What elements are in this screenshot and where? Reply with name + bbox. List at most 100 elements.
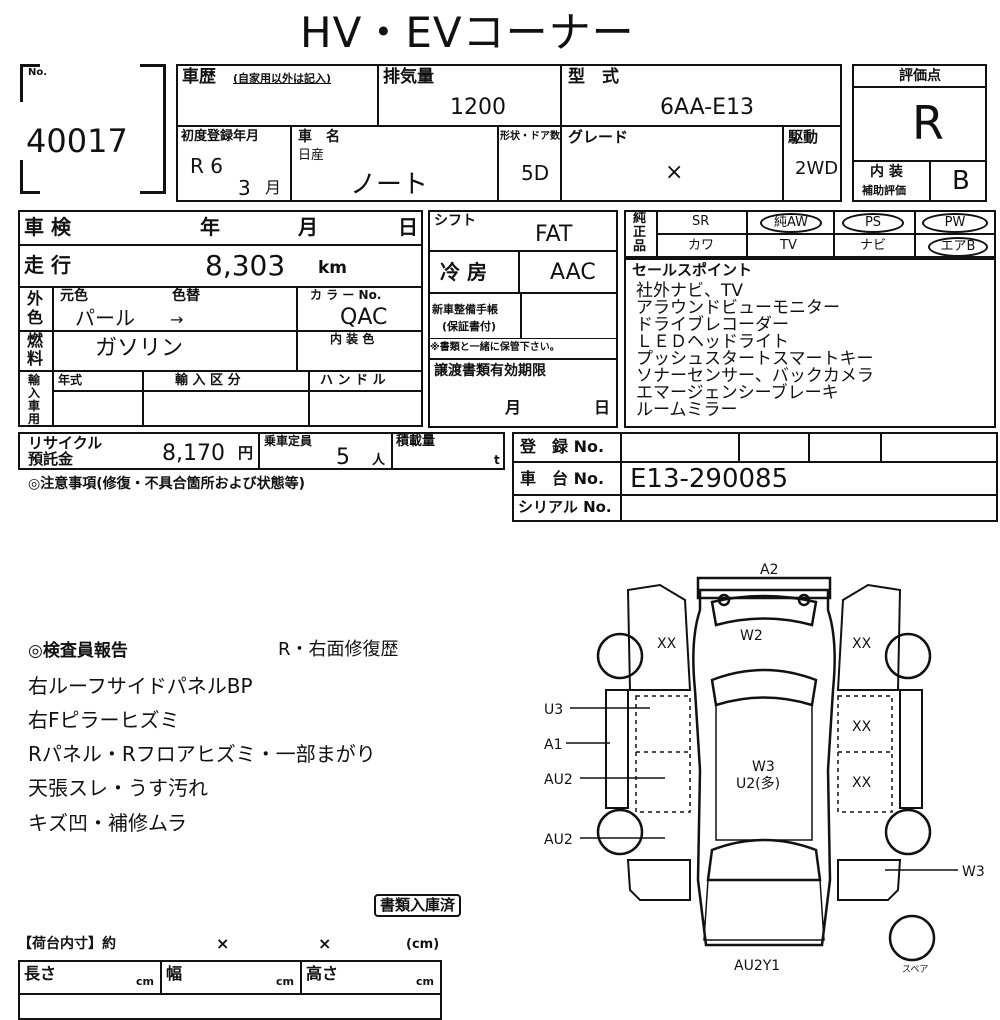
color-orig-label: 元色 (60, 288, 88, 304)
rear-right-panel (836, 583, 902, 691)
fuel-side-label-2: 料 (27, 349, 44, 368)
cargo-x1: × (216, 934, 230, 953)
cargo-label: 【荷台内寸】約 (18, 936, 116, 952)
equip-navi: ナビ (860, 238, 887, 253)
car-name-label: 車 名 (298, 129, 340, 145)
transfer-label: 譲渡書類有効期限 (434, 363, 546, 379)
body-value: 5D (521, 161, 550, 185)
interior-score-label: 内 装 (870, 164, 903, 180)
vehicle-info-grid (176, 64, 842, 202)
color-arrow: → (170, 310, 184, 329)
roof (710, 668, 818, 707)
cargo-unit: (cm) (406, 937, 440, 952)
capacity-value: 5 (336, 445, 350, 470)
sales-point-5: プッシュスタートスマートキー (636, 349, 874, 369)
left-doors (605, 689, 629, 809)
chassis-no-label: 車 台 No. (520, 469, 605, 488)
cargo-x2: × (318, 934, 332, 953)
sales-point-4: ＬＥＤヘッドライト (636, 332, 789, 352)
model-code-label: 型 式 (568, 67, 619, 87)
displacement-label: 排気量 (383, 67, 434, 87)
shift-label: シフト (434, 213, 476, 229)
label-au2-lower: AU2 (544, 832, 573, 848)
color-code-value: QAC (340, 305, 388, 330)
fuel-value: ガソリン (95, 336, 184, 361)
cargo-width-label: 幅 (166, 964, 183, 983)
caution-label: ◎注意事項(修復・不具合箇所および状態等) (28, 476, 306, 492)
inspector-line-4: 天張スレ・うす汚れ (28, 776, 208, 800)
load-unit: t (494, 453, 500, 467)
transfer-month: 月 (505, 398, 522, 417)
warranty-label-1: 新車整備手帳 (432, 303, 498, 316)
color-change-label: 色替 (172, 288, 200, 304)
score-box (852, 64, 987, 202)
sales-points-label: セールスポイント (632, 261, 753, 279)
fuel-side-label-1: 燃 (27, 331, 44, 350)
first-reg-label: 初度登録年月 (181, 129, 260, 144)
rear-left-panel (626, 583, 692, 691)
car-damage-diagram: A2 W2 XX XX XX XX U3 A1 AU2 AU2 W3 U2(多)… (544, 562, 985, 975)
equip-leather: カワ (688, 238, 715, 253)
warranty-label-2: (保証書付) (442, 320, 497, 333)
import-type-label: 輸 入 区 分 (175, 373, 241, 388)
equip-side-2: 正 (633, 225, 647, 240)
right-doors (899, 689, 923, 809)
inspector-line-1: 右ルーフサイドパネルBP (28, 674, 253, 698)
equip-side-1: 純 (633, 211, 647, 226)
equip-tv: TV (780, 238, 797, 253)
equip-airbag: エアB (928, 237, 988, 257)
chassis-no-value: E13-290085 (630, 464, 789, 494)
grade-label: グレード (568, 128, 629, 146)
first-reg-month-unit: 月 (265, 178, 282, 197)
interior-color-label: 内 装 色 (330, 332, 375, 346)
serial-no-label: シリアル No. (518, 498, 612, 516)
interior-score-value: B (952, 166, 970, 196)
ac-value: AAC (550, 260, 596, 285)
color-side-label-1: 外 (27, 289, 44, 308)
score-value: R (912, 96, 944, 150)
interior-score-sub: 補助評価 (862, 184, 906, 197)
import-year-label: 年式 (58, 373, 83, 387)
import-side-label: 輸入車用 (28, 373, 41, 426)
hood (703, 879, 825, 941)
spec-grid (18, 210, 423, 427)
wheel-front-right (884, 808, 932, 856)
tail-lamp-right (797, 593, 811, 607)
label-xx-rear-left: XX (657, 636, 677, 652)
wheel-front-left (596, 808, 644, 856)
inspection-year: 年 (200, 215, 220, 239)
capacity-label: 乗車定員 (264, 434, 313, 448)
warranty-note: ※書類と一緒に保管下さい。 (430, 342, 560, 353)
label-w3-right: W3 (962, 864, 985, 880)
equip-sr: SR (692, 214, 710, 229)
wheel-spare (888, 914, 936, 962)
cargo-width-cm: cm (276, 975, 294, 988)
sales-point-8: ルームミラー (636, 400, 738, 420)
sales-point-3: ドライブレコーダー (636, 315, 789, 335)
body-label: 形状・ドア数 (500, 131, 560, 142)
equip-pw: PW (922, 213, 988, 233)
recycle-label-2: 預託金 (28, 450, 74, 468)
recycle-row (18, 432, 505, 470)
car-maker: 日産 (298, 148, 325, 163)
grade-value: × (665, 160, 684, 185)
reg-no-label: 登 録 No. (520, 437, 605, 456)
car-body-outline (692, 588, 836, 947)
drive-value: 2WD (795, 158, 839, 179)
first-reg-era: R 6 (190, 154, 223, 178)
cargo-height-label: 高さ (306, 964, 339, 983)
ac-label: 冷 房 (440, 260, 487, 284)
inspector-line-3: Rパネル・Rフロアヒズミ・一部まがり (28, 742, 376, 766)
history-note: (自家用以外は記入) (233, 72, 332, 85)
inspector-header-note: R・右面修復歴 (278, 639, 399, 660)
car-name-value: ノート (350, 170, 429, 200)
label-xx-right-1: XX (852, 719, 872, 735)
lot-no-label: No. (28, 67, 48, 78)
score-label: 評価点 (899, 68, 941, 84)
label-u2: U2(多) (736, 775, 780, 792)
options-grid (428, 210, 618, 428)
tail-lamp-left (717, 593, 731, 607)
sales-point-2: アラウンドビューモニター (636, 298, 840, 318)
registration-grid (512, 432, 998, 522)
label-a2: A2 (760, 562, 778, 578)
